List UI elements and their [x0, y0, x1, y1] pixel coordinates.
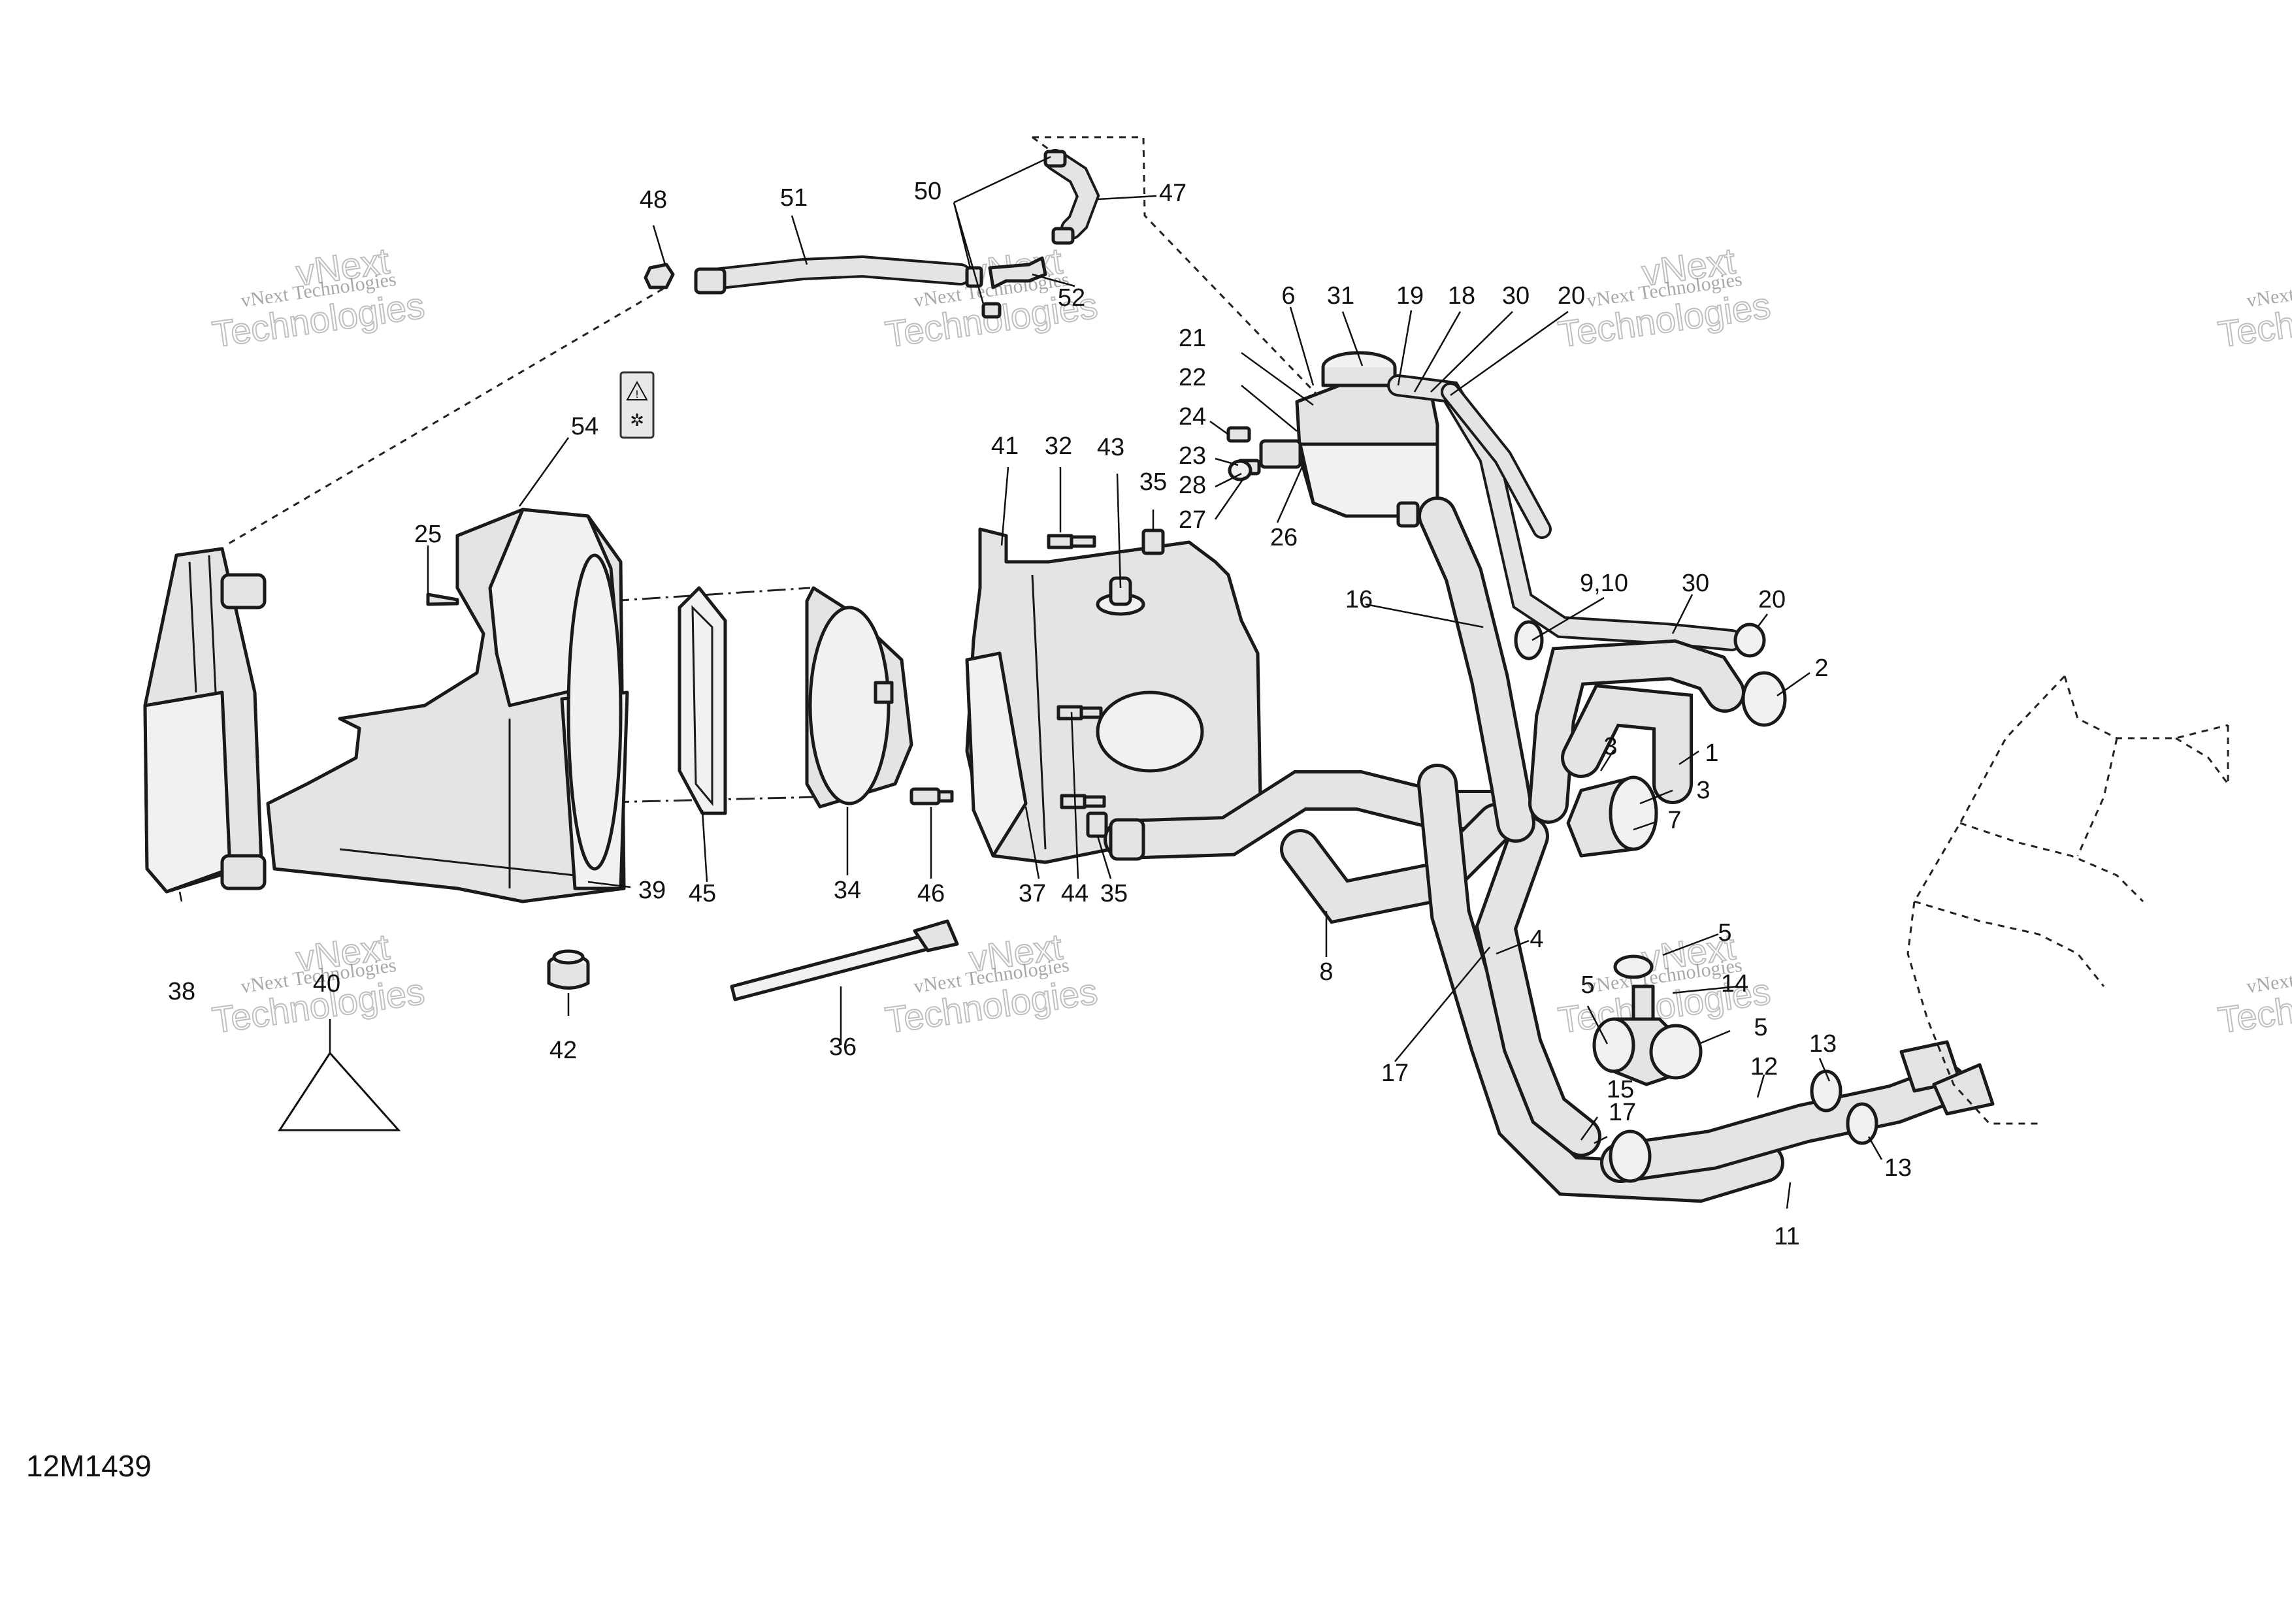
callout-20: 20: [1558, 282, 1585, 310]
fan-shroud-54: [266, 508, 629, 903]
callout-8: 8: [1319, 958, 1333, 986]
fitting-14: [1592, 954, 1703, 1086]
callout-13: 13: [1884, 1154, 1912, 1182]
callout-25: 25: [414, 521, 442, 548]
warning-label-icon: ! ✲: [619, 371, 655, 439]
fan-34: [805, 586, 913, 809]
callout-2: 2: [1814, 655, 1828, 682]
cable-tie-36: [730, 919, 959, 1001]
callout-46: 46: [917, 880, 945, 907]
callout-37: 37: [1019, 880, 1046, 907]
callout-5: 5: [1718, 919, 1731, 947]
callout-35: 35: [1100, 880, 1128, 907]
callout-12: 12: [1750, 1053, 1778, 1080]
callout-22: 22: [1179, 364, 1206, 391]
callout-54: 54: [571, 413, 598, 440]
callout-30: 30: [1682, 570, 1709, 597]
hose-16: [1418, 496, 1535, 843]
callout-28: 28: [1179, 472, 1206, 499]
callout-43: 43: [1097, 434, 1124, 461]
callout-23: 23: [1179, 442, 1206, 470]
callout-45: 45: [689, 880, 716, 907]
callout-47: 47: [1159, 180, 1187, 207]
rivet-25: [426, 593, 459, 606]
housing-41: [965, 527, 1263, 864]
callout-16: 16: [1345, 586, 1373, 613]
callout-36: 36: [829, 1033, 857, 1061]
figure-id: 12M1439: [26, 1449, 152, 1483]
hose-4: [1417, 764, 1784, 1203]
callout-40: 40: [313, 970, 340, 998]
callout-39: 39: [638, 877, 666, 904]
callout-13: 13: [1809, 1030, 1837, 1058]
callout-3: 3: [1696, 777, 1710, 804]
callout-38: 38: [168, 978, 195, 1005]
svg-text:✲: ✲: [630, 411, 644, 430]
callout-34: 34: [834, 877, 861, 904]
hose-51: [644, 255, 972, 295]
callout-17: 17: [1609, 1099, 1636, 1126]
callout-51: 51: [780, 184, 808, 212]
callout-5: 5: [1754, 1014, 1767, 1041]
callout-11: 11: [1774, 1223, 1799, 1250]
callout-26: 26: [1270, 524, 1298, 551]
callout-3: 3: [1603, 733, 1617, 760]
callout-24: 24: [1179, 403, 1206, 430]
callout-19: 19: [1396, 282, 1424, 310]
callout-9-10: 9,10: [1580, 570, 1628, 597]
callout-14: 14: [1721, 970, 1748, 998]
callout-15: 15: [1607, 1076, 1634, 1103]
svg-text:!: !: [635, 388, 639, 400]
callout-42: 42: [549, 1037, 577, 1064]
callout-32: 32: [1045, 432, 1072, 460]
leader-lines: [178, 155, 1883, 1209]
callout-30: 30: [1502, 282, 1530, 310]
callout-4: 4: [1530, 926, 1543, 953]
gasket-45: [678, 586, 727, 815]
callout-44: 44: [1061, 880, 1089, 907]
callout-21: 21: [1179, 325, 1206, 352]
radiator-38: [143, 547, 267, 894]
callout-50: 50: [914, 178, 941, 205]
callout-6: 6: [1281, 282, 1295, 310]
callout-18: 18: [1448, 282, 1475, 310]
callout-5: 5: [1580, 971, 1594, 999]
hose-11-12: [1600, 1040, 1995, 1183]
tank-bolts: [1226, 426, 1261, 481]
hose-1-cluster: [1514, 620, 1787, 858]
callout-20: 20: [1758, 586, 1786, 613]
callout-7: 7: [1667, 807, 1681, 834]
small-screws: [1047, 528, 1165, 838]
label-40-triangle: [278, 1019, 401, 1131]
callout-17: 17: [1381, 1060, 1409, 1087]
hose-30: [1387, 374, 1766, 658]
coolant-tank-6: [1259, 351, 1439, 528]
callout-35: 35: [1139, 468, 1167, 496]
callout-31: 31: [1327, 282, 1354, 310]
callout-1: 1: [1705, 739, 1718, 767]
screw-46: [909, 787, 954, 805]
engine-outline: [1907, 675, 2229, 1125]
hose-47: [965, 149, 1100, 319]
callout-27: 27: [1179, 506, 1206, 534]
callout-48: 48: [640, 186, 667, 214]
callout-52: 52: [1058, 284, 1085, 312]
callout-41: 41: [991, 432, 1019, 460]
grommet-42: [547, 949, 590, 990]
